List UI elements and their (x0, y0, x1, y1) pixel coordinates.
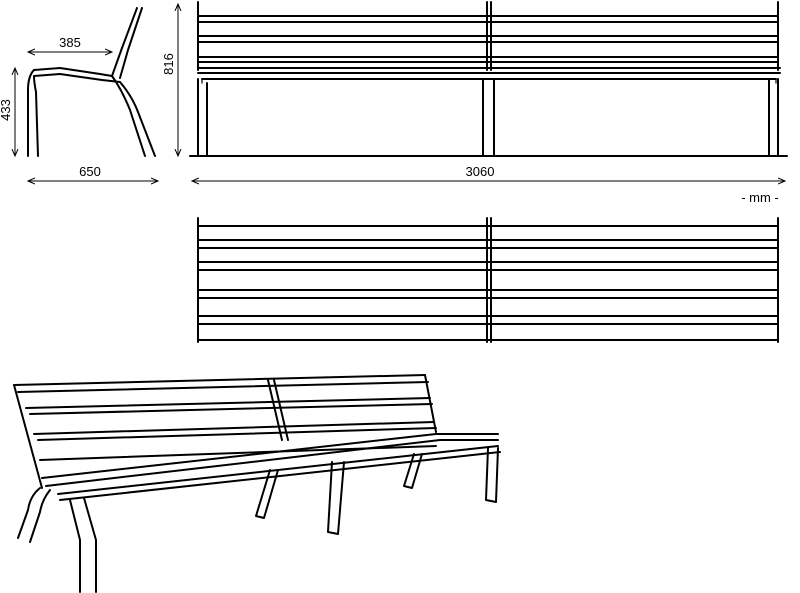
length-label: 3060 (466, 164, 495, 179)
unit-label: - mm - (741, 190, 779, 205)
length-dimension: 3060 (192, 164, 785, 181)
seat-depth-label: 385 (59, 35, 81, 50)
seat-height-label: 433 (0, 99, 13, 121)
seat-depth-dimension: 385 (28, 35, 112, 52)
top-view (197, 217, 779, 343)
perspective-view (13, 374, 501, 593)
depth-label: 650 (79, 164, 101, 179)
depth-dimension: 650 (28, 164, 158, 181)
total-height-dimension: 816 (161, 4, 178, 156)
front-view (189, 1, 788, 157)
seat-height-dimension: 433 (0, 68, 15, 156)
total-height-label: 816 (161, 53, 176, 75)
side-view (27, 7, 156, 157)
